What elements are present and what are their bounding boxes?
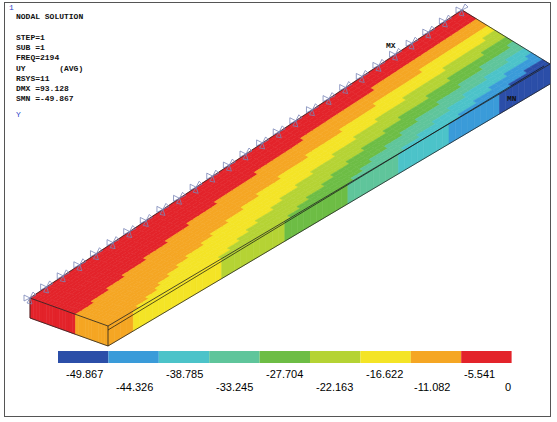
- end-face-cell: [102, 324, 105, 345]
- legend-value: -33.245: [216, 381, 253, 393]
- plate-outline: [30, 10, 550, 326]
- support-symbol: [423, 26, 435, 38]
- end-face-cell: [46, 304, 49, 325]
- max-marker: MX: [386, 41, 396, 50]
- view-number: 1: [9, 3, 14, 12]
- end-face-cell: [56, 307, 59, 328]
- support-symbol: [57, 270, 69, 282]
- support-symbol: [356, 70, 368, 82]
- plate-edge: [30, 298, 31, 318]
- end-face-cell: [69, 312, 72, 333]
- support-symbol: [406, 37, 418, 49]
- frequency-info: FREQ=2194: [16, 53, 59, 62]
- substep-info: SUB =1: [16, 43, 45, 52]
- support-symbol: [306, 104, 318, 116]
- plate-edge: [108, 326, 109, 346]
- support-symbol: [373, 59, 385, 71]
- end-face-cell: [95, 321, 98, 342]
- support-symbol: [257, 137, 269, 149]
- support-symbol: [240, 148, 252, 160]
- legend-value: -16.622: [366, 368, 403, 380]
- support-symbol: [273, 126, 285, 138]
- end-face-cell: [63, 310, 66, 331]
- legend-value: -5.541: [464, 368, 495, 380]
- legend-value: -38.785: [166, 368, 203, 380]
- end-face-cell: [43, 303, 46, 324]
- support-symbol: [439, 15, 451, 27]
- step-info: STEP=1: [16, 33, 45, 42]
- support-symbol: [157, 203, 169, 215]
- legend-bar-segment: [461, 351, 511, 363]
- legend-value: -22.163: [316, 381, 353, 393]
- end-face-cell: [50, 305, 53, 326]
- min-value: SMN =-49.867: [16, 94, 74, 103]
- axis-label: Y: [16, 110, 21, 119]
- legend-value: -44.326: [116, 381, 153, 393]
- end-face-cell: [85, 318, 88, 339]
- support-symbol: [174, 192, 186, 204]
- support-symbol: [456, 4, 468, 16]
- legend-value: -27.704: [266, 368, 303, 380]
- legend-bar-segment: [159, 351, 209, 363]
- support-symbol: [290, 115, 302, 127]
- support-symbol: [340, 82, 352, 94]
- support-symbol: [107, 237, 119, 249]
- end-face-cell: [33, 299, 36, 320]
- legend-bar-segment: [310, 351, 360, 363]
- end-face-cell: [79, 316, 82, 337]
- support-symbol: [124, 226, 136, 238]
- legend-bar-segment: [411, 351, 461, 363]
- legend-bar-segment: [108, 351, 158, 363]
- plate-edge: [30, 318, 108, 346]
- min-marker: MN: [507, 94, 517, 103]
- support-symbol: [41, 281, 53, 293]
- max-displacement: DMX =93.128: [16, 84, 69, 93]
- legend-bar-segment: [260, 351, 310, 363]
- result-item: UY (AVG): [16, 64, 83, 73]
- end-face-cell: [72, 313, 75, 334]
- support-symbol: [207, 170, 219, 182]
- support-symbol: [323, 93, 335, 105]
- end-face-cell: [66, 311, 69, 332]
- coord-system: RSYS=11: [16, 74, 50, 83]
- legend-value: -11.082: [414, 381, 451, 393]
- end-face-cell: [76, 314, 79, 335]
- support-symbol: [390, 48, 402, 60]
- legend-value: 0: [505, 381, 511, 393]
- end-face-cell: [30, 298, 33, 319]
- end-face-cell: [59, 309, 62, 330]
- support-symbol: [223, 159, 235, 171]
- end-face-cell: [98, 323, 101, 344]
- plate-edge: [108, 84, 550, 346]
- support-symbol: [74, 259, 86, 271]
- end-face-cell: [89, 319, 92, 340]
- legend-bar-segment: [58, 351, 108, 363]
- end-face-cell: [82, 317, 85, 338]
- end-face-cell: [92, 320, 95, 341]
- legend-value: -49.867: [66, 368, 103, 380]
- undeformed-edge: [108, 66, 544, 330]
- support-symbol: [140, 214, 152, 226]
- plot-title: NODAL SOLUTION: [16, 12, 83, 21]
- legend-bar-segment: [360, 351, 410, 363]
- end-face-cell: [105, 325, 108, 346]
- support-symbol: [90, 248, 102, 260]
- legend-bar-segment: [209, 351, 259, 363]
- end-face-cell: [40, 302, 43, 323]
- support-symbol: [190, 181, 202, 193]
- end-face-cell: [53, 306, 56, 327]
- support-symbol: [24, 292, 36, 304]
- end-face-cell: [37, 300, 40, 321]
